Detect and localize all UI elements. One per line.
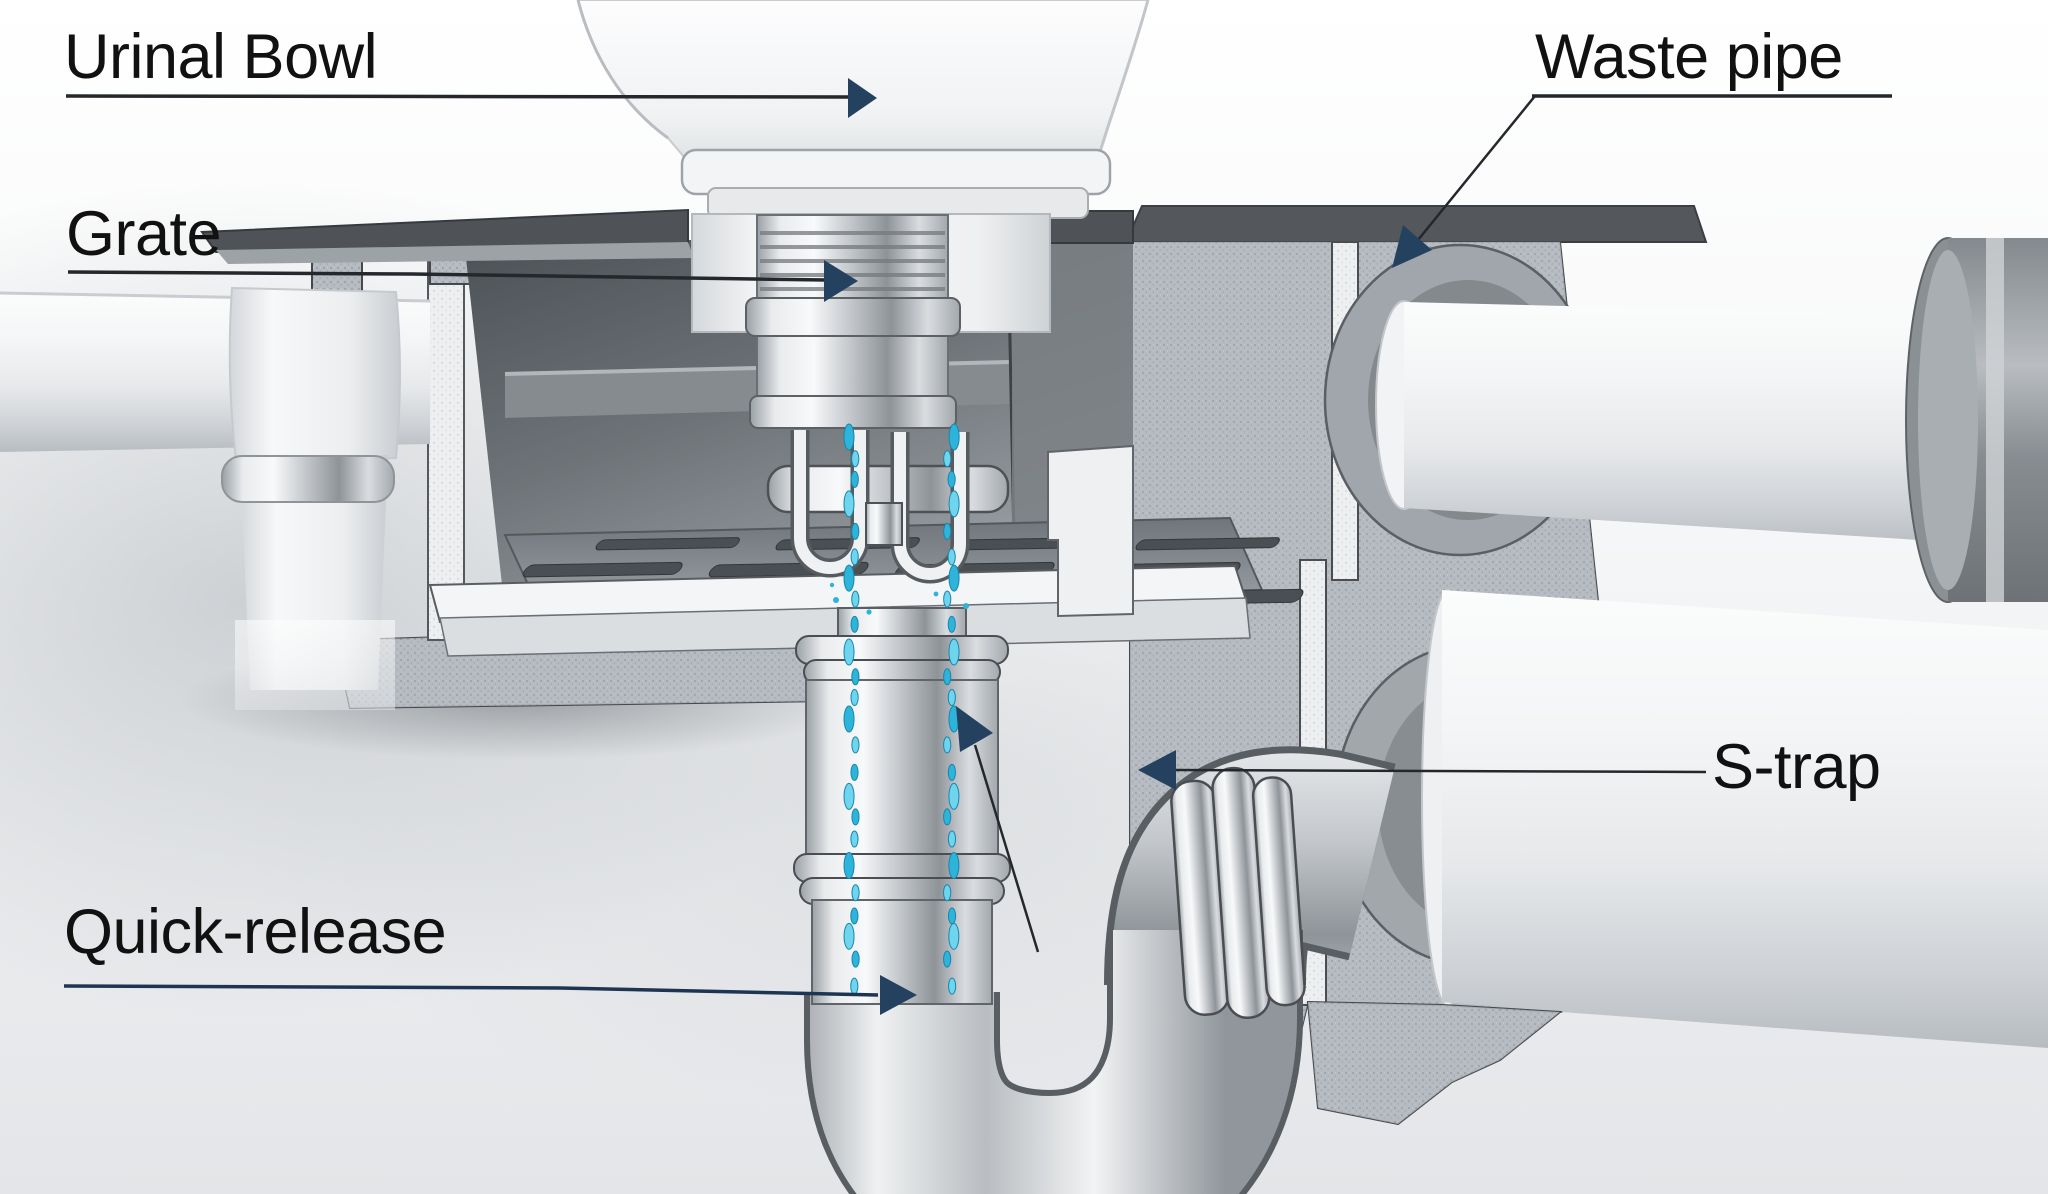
water-droplet [843, 922, 855, 950]
wall-block-bottom-wedge [1306, 1000, 1563, 1126]
water-droplet [843, 564, 855, 592]
grate-slot [522, 561, 683, 578]
water-droplet [943, 450, 952, 468]
water-splash [933, 591, 939, 597]
water-splash [963, 603, 969, 609]
water-droplet [943, 808, 952, 826]
water-droplet [851, 950, 860, 968]
water-droplet [947, 470, 956, 488]
water-droplet [850, 548, 859, 566]
water-droplet [843, 423, 855, 451]
water-droplet [851, 522, 860, 540]
water-droplet [850, 830, 859, 848]
water-droplet [843, 852, 855, 880]
upper-waste-pipe [1375, 237, 2048, 603]
water-droplet [851, 590, 860, 608]
water-droplet [943, 668, 952, 686]
lower-waste-pipe [1421, 589, 2048, 1048]
water-droplet [850, 907, 859, 925]
water-droplet [850, 977, 859, 995]
grate-arrow-icon [824, 260, 858, 302]
grate-leader [67, 270, 827, 282]
water-droplet [843, 782, 855, 810]
water-droplet [947, 977, 957, 995]
water-droplet [850, 689, 859, 707]
water-droplet [948, 922, 960, 950]
spigot-lip [749, 395, 957, 429]
label-quick-release: Quick-release [64, 897, 447, 967]
s-trap-arrow-icon [1138, 750, 1176, 790]
water-droplet [947, 689, 956, 707]
water-splash [829, 582, 835, 588]
water-droplet [850, 615, 859, 633]
left-pipe-tee-hub [228, 286, 401, 462]
pipe-coupling [1905, 237, 2048, 603]
water-droplet [948, 564, 960, 592]
spigot-collar [745, 297, 961, 337]
quick-release-arrow-icon [880, 975, 917, 1015]
label-grate: Grate [66, 199, 222, 269]
drain-inner-shell-wall [427, 236, 465, 641]
s-trap-leader [1175, 768, 1707, 774]
water-droplet [948, 490, 960, 518]
label-urinal-bowl: Urinal Bowl [64, 22, 378, 92]
grate-slot [595, 537, 740, 551]
water-droplet [943, 522, 952, 540]
trap-cup-body [805, 679, 999, 863]
arrowheads [824, 78, 1432, 1015]
drain-right-step [1047, 444, 1134, 618]
water-droplet [850, 763, 859, 781]
waste-pipe-leader [1417, 95, 1536, 241]
waste-pipe-arrow-icon [1392, 225, 1432, 268]
water-droplet [948, 638, 960, 666]
water-droplet [943, 950, 952, 968]
water-droplet [851, 736, 860, 754]
water-droplet [851, 884, 860, 902]
water-droplet [943, 736, 952, 754]
quick-release-leader-2 [973, 744, 1040, 953]
water-droplet [947, 548, 956, 566]
urinal-bowl-leader [65, 94, 851, 99]
left-pipe-assembly [0, 286, 431, 710]
water-droplet [947, 763, 956, 781]
water-droplet [851, 450, 860, 468]
water-droplet [851, 808, 860, 826]
water-droplet [851, 668, 860, 686]
quick-release-arrow2-icon [956, 706, 993, 752]
water-droplet [843, 705, 855, 733]
water-droplet [943, 590, 952, 608]
water-droplet [948, 423, 960, 451]
water-droplet [850, 470, 859, 488]
label-waste-pipe: Waste pipe [1535, 22, 1843, 92]
water-splash [833, 597, 839, 603]
quick-release-leader [63, 984, 879, 997]
water-droplet [843, 638, 855, 666]
trap-wall-union [1170, 766, 1306, 1019]
water-droplet [843, 490, 855, 518]
water-droplet [948, 782, 960, 810]
urinal-bowl-arrow-icon [848, 78, 877, 118]
water-droplet [943, 884, 952, 902]
water-stream [829, 423, 969, 995]
water-droplet [948, 852, 960, 880]
water-droplet [947, 907, 957, 925]
water-droplet [947, 830, 957, 848]
label-s-trap: S-trap [1712, 732, 1881, 802]
water-droplet [947, 615, 956, 633]
grate-slot [1135, 537, 1280, 551]
leader-lines [63, 94, 1892, 997]
left-pipe-clamp-ring [221, 455, 395, 503]
spigot-threads [760, 231, 945, 291]
water-splash [866, 609, 872, 615]
